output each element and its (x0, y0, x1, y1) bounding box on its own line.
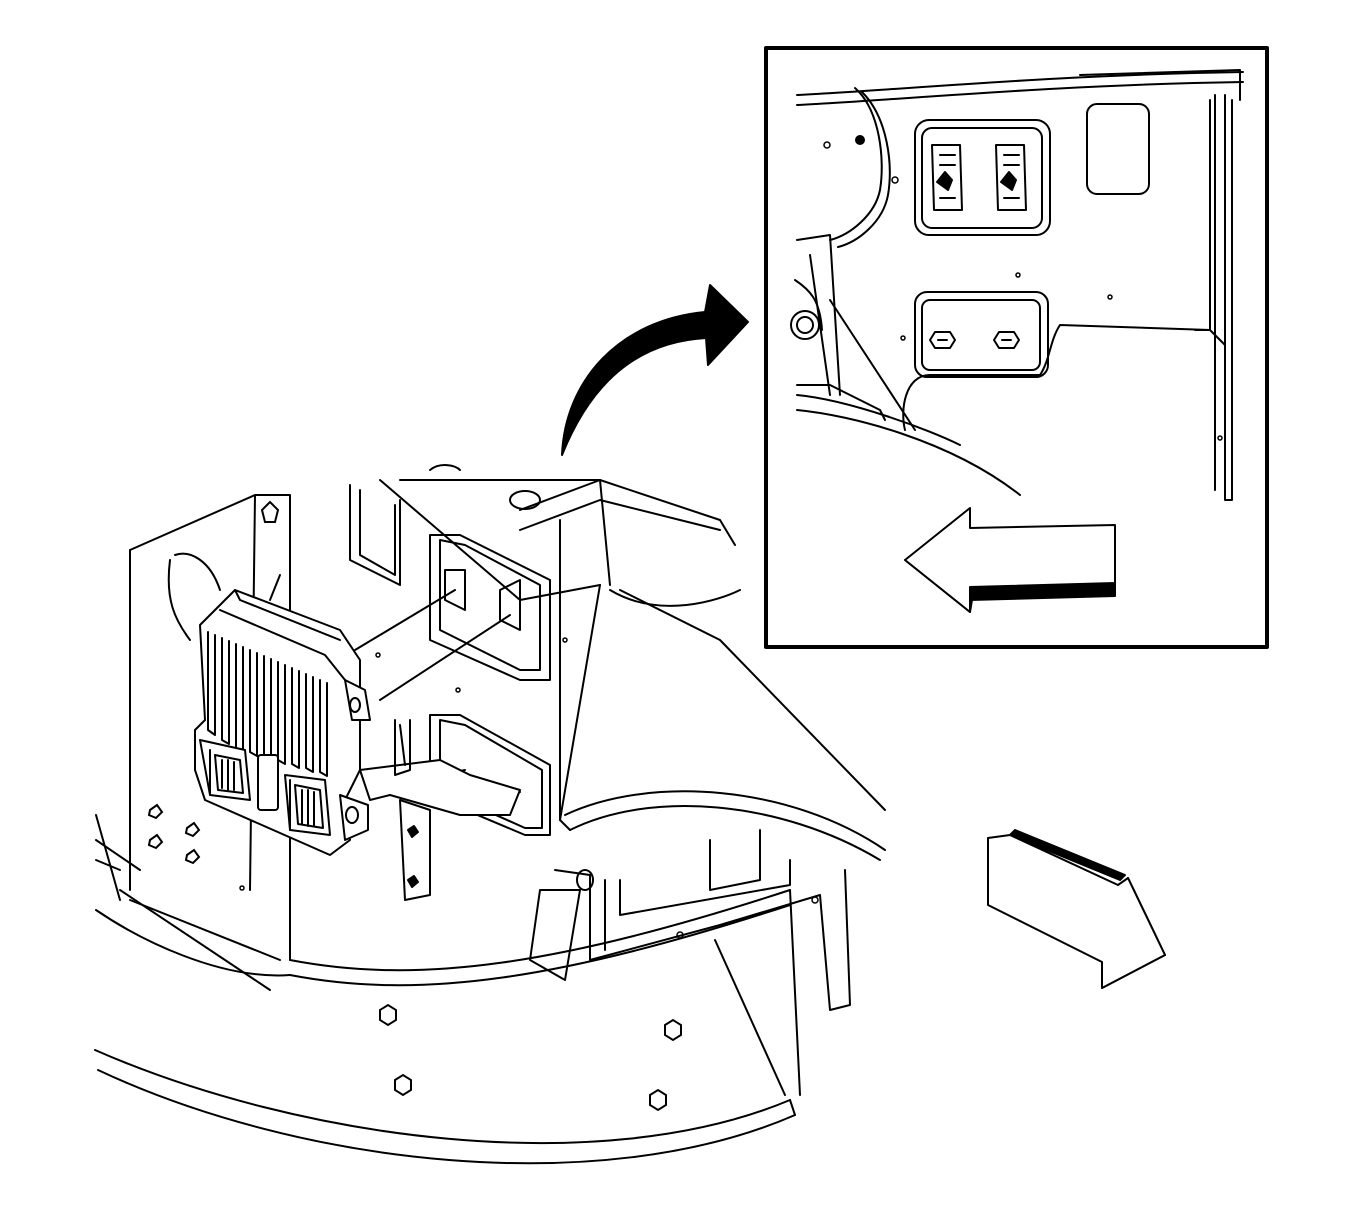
direction-arrow-front (987, 829, 1166, 989)
inset-lower-mount (914, 291, 1049, 378)
ecm-connector-2 (284, 774, 331, 836)
inset-upper-mount (914, 119, 1051, 236)
mounting-bracket (359, 719, 521, 901)
detail-inset (764, 46, 1269, 649)
ecm-connector-1 (199, 739, 251, 801)
inset-contents (790, 69, 1244, 613)
engine-control-module (194, 589, 371, 856)
vehicle-structure (94, 464, 886, 1165)
view-direction-arrow (904, 507, 1116, 613)
alignment-lines (354, 589, 511, 701)
callout-arrow (561, 284, 749, 456)
